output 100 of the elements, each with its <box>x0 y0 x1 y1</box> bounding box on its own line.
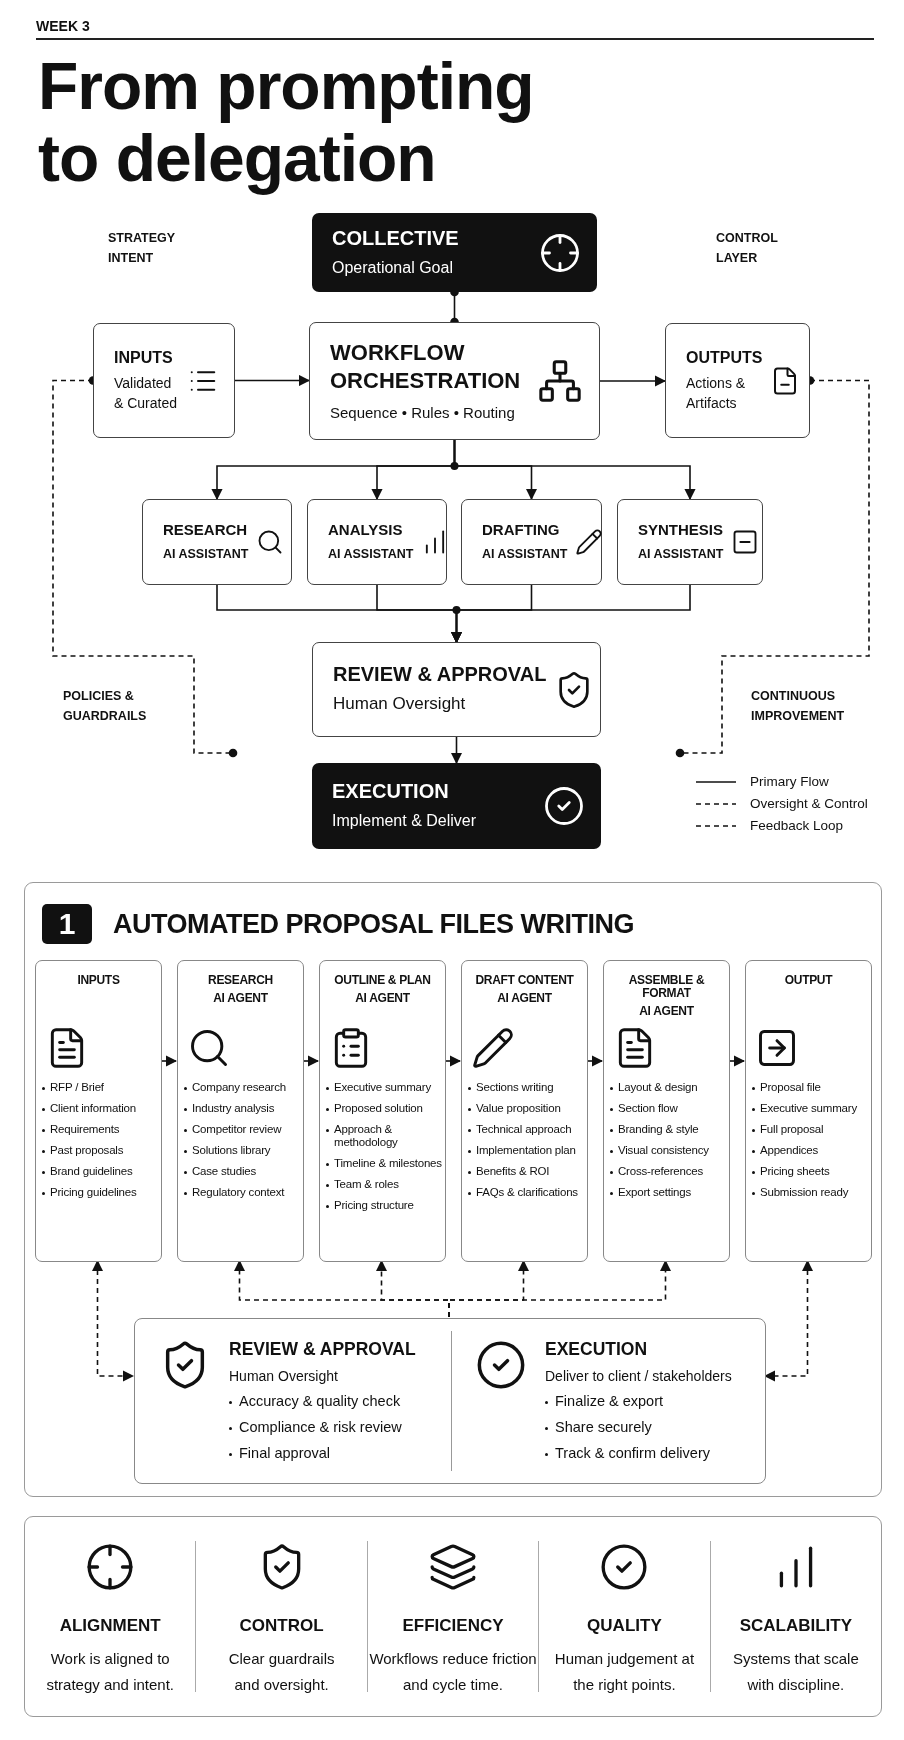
list-item: FAQs & clarifications <box>468 1186 585 1199</box>
box-title: RESEARCH <box>163 520 249 539</box>
box-title: INPUTS <box>114 347 174 367</box>
list-item: Executive summary <box>752 1102 869 1115</box>
list-item: Executive summary <box>326 1081 443 1094</box>
box-subtitle: Operational Goal <box>332 257 454 278</box>
list-item: Past proposals <box>42 1144 159 1157</box>
list-item: Branding & style <box>610 1123 727 1136</box>
list-item: Competitor review <box>184 1123 301 1136</box>
list-item: Pricing sheets <box>752 1165 869 1178</box>
arrow <box>302 1055 320 1067</box>
section-panel <box>24 882 882 1497</box>
box-title: OUTPUTS <box>686 347 763 367</box>
card-title: EXECUTION <box>545 1339 649 1360</box>
box-subtitle: AI ASSISTANT <box>163 545 249 563</box>
stage-card <box>745 960 872 1262</box>
list-item: Accuracy & quality check <box>229 1393 416 1410</box>
annotation-label: STRATEGY INTENT <box>108 230 176 267</box>
stage-card <box>35 960 162 1262</box>
list-item: Client information <box>42 1102 159 1115</box>
dashed-connector <box>675 376 870 758</box>
list-item: Finalize & export <box>545 1393 732 1410</box>
box-title: WORKFLOW ORCHESTRATION <box>330 338 522 396</box>
stage-title: INPUTS <box>76 974 121 988</box>
annotation-label: POLICIES & GUARDRAILS <box>63 688 148 725</box>
annotation-label: CONTINUOUS IMPROVEMENT <box>751 688 846 725</box>
list-item: Technical approach <box>468 1123 585 1136</box>
list-item: Export settings <box>610 1186 727 1199</box>
list-item: RFP / Brief <box>42 1081 159 1094</box>
stage-subtitle: AI AGENT <box>212 992 269 1006</box>
stage-title: OUTPUT <box>783 974 834 988</box>
dashed-connector <box>52 376 238 758</box>
principle-description: Clear guardrails and oversight. <box>227 1649 336 1695</box>
list-item: Proposed solution <box>326 1102 443 1115</box>
dark-process-box <box>312 213 597 292</box>
principle-title: ALIGNMENT <box>59 1616 161 1636</box>
annotation-label: CONTROL LAYER <box>716 230 779 267</box>
box-subtitle: Human Oversight <box>333 693 467 716</box>
card-subtitle: Deliver to client / stakeholders <box>545 1368 732 1384</box>
box-title: EXECUTION <box>332 779 450 804</box>
arrow <box>160 1055 178 1067</box>
process-box <box>93 323 235 438</box>
arrow <box>450 736 463 765</box>
list-item: Brand guidelines <box>42 1165 159 1178</box>
stage-title: DRAFT CONTENT <box>474 974 575 988</box>
list-item: Sections writing <box>468 1081 585 1094</box>
list-item: Benefits & ROI <box>468 1165 585 1178</box>
box-subtitle: Sequence • Rules • Routing <box>330 402 516 423</box>
list-item: Share securely <box>545 1419 732 1436</box>
list-item: Proposal file <box>752 1081 869 1094</box>
box-subtitle: Validated & Curated <box>114 373 179 414</box>
box-subtitle: AI ASSISTANT <box>328 545 414 563</box>
arrow <box>728 1055 746 1067</box>
list-item: Value proposition <box>468 1102 585 1115</box>
arrow <box>444 1055 462 1067</box>
list-item: Pricing structure <box>326 1199 443 1212</box>
card-subtitle: Human Oversight <box>229 1368 339 1384</box>
process-box <box>309 322 600 440</box>
review-execution-card <box>134 1318 766 1484</box>
stage-card <box>177 960 304 1262</box>
principle-title: QUALITY <box>587 1616 662 1636</box>
legend-label: Feedback Loop <box>750 818 844 833</box>
number-badge: 1 <box>42 904 92 944</box>
list-item: Appendices <box>752 1144 869 1157</box>
box-title: REVIEW & APPROVAL <box>333 662 547 687</box>
assistant-box <box>307 499 447 585</box>
list-item: Team & roles <box>326 1178 443 1191</box>
list-item: Submission ready <box>752 1186 869 1199</box>
list-item: Section flow <box>610 1102 727 1115</box>
process-box <box>312 642 601 737</box>
section-heading: AUTOMATED PROPOSAL FILES WRITING <box>113 909 634 940</box>
box-subtitle: Implement & Deliver <box>332 811 477 832</box>
section-label: WEEK 3 <box>36 17 91 36</box>
page-title: From prompting to delegation <box>38 50 535 194</box>
stage-title: ASSEMBLE & FORMAT <box>627 974 706 1001</box>
list-item: Visual consistency <box>610 1144 727 1157</box>
stage-card <box>603 960 730 1262</box>
list-item: Company research <box>184 1081 301 1094</box>
stage-card <box>461 960 588 1262</box>
assistant-box <box>142 499 292 585</box>
list-item: Cross-references <box>610 1165 727 1178</box>
principle-description: Human judgement at the right points. <box>554 1649 695 1695</box>
list-item: Compliance & risk review <box>229 1419 416 1436</box>
arrow <box>234 374 311 387</box>
list-item: Solutions library <box>184 1144 301 1157</box>
principle-description: Workflows reduce friction and cycle time. <box>368 1649 538 1695</box>
assistant-box <box>617 499 763 585</box>
principle-description: Work is aligned to strategy and intent. <box>45 1649 175 1695</box>
stage-title: OUTLINE & PLAN <box>333 974 432 988</box>
box-title: COLLECTIVE <box>332 225 459 250</box>
principle-description: Systems that scale with discipline. <box>731 1649 860 1695</box>
stage-subtitle: AI AGENT <box>638 1005 695 1019</box>
box-title: DRAFTING <box>482 520 561 539</box>
arrow <box>599 375 667 387</box>
box-subtitle: Actions & Artifacts <box>686 373 747 414</box>
list-item: Timeline & milestones <box>326 1157 443 1170</box>
arrow <box>453 439 696 501</box>
list-item: Approach & methodology <box>326 1123 443 1149</box>
principle-title: CONTROL <box>239 1616 324 1636</box>
list-item: Layout & design <box>610 1081 727 1094</box>
